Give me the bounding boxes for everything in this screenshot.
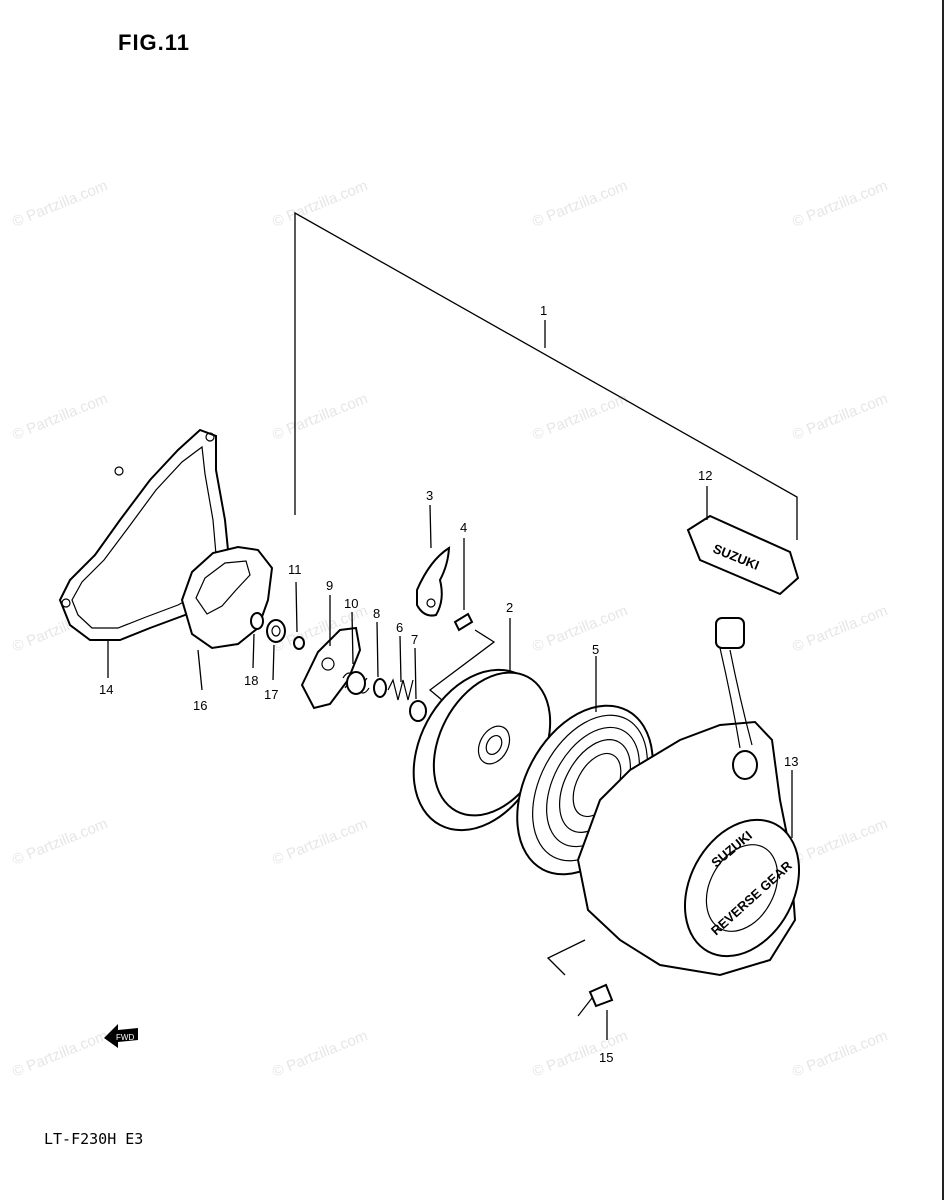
bolt-part [546,939,614,1040]
callout-10: 10 [344,596,358,611]
callout-3: 3 [426,488,433,503]
callout-12: 12 [698,468,712,483]
starter-handle-part: SUZUKI [686,486,800,780]
callout-6: 6 [396,620,403,635]
ratchet-pawl-part [416,504,451,617]
callout-11: 11 [288,562,302,577]
assembly-bracket [294,211,798,540]
figure-title: FIG.11 [118,30,191,55]
washer-part [293,581,305,650]
reel-part [412,618,552,832]
collar-part [409,647,427,722]
washer-part [373,621,387,698]
forward-arrow-icon: FWD [104,1024,138,1048]
callout-14: 14 [99,682,113,697]
callout-18: 18 [244,673,258,688]
callout-7: 7 [411,632,418,647]
callout-16: 16 [193,698,207,713]
callout-1: 1 [540,303,547,318]
spring-part [387,635,414,701]
fwd-label: FWD [116,1033,134,1042]
nut-part [266,619,286,681]
callout-5: 5 [592,642,599,657]
callout-4: 4 [460,520,467,535]
callout-13: 13 [784,754,798,769]
spring-part [342,611,370,695]
model-code: LT-F230H E3 [44,1130,144,1148]
starter-case-part: SUZUKI REVERSE GEAR [576,720,801,977]
drive-pulley-part [180,545,274,691]
callout-8: 8 [373,606,380,621]
friction-plate-part [300,595,362,710]
callout-15: 15 [599,1050,613,1065]
nut-part [250,612,264,669]
callout-9: 9 [326,578,333,593]
pin-part [428,538,496,701]
callout-2: 2 [506,600,513,615]
page-edge [942,0,944,1200]
callout-17: 17 [264,687,278,702]
